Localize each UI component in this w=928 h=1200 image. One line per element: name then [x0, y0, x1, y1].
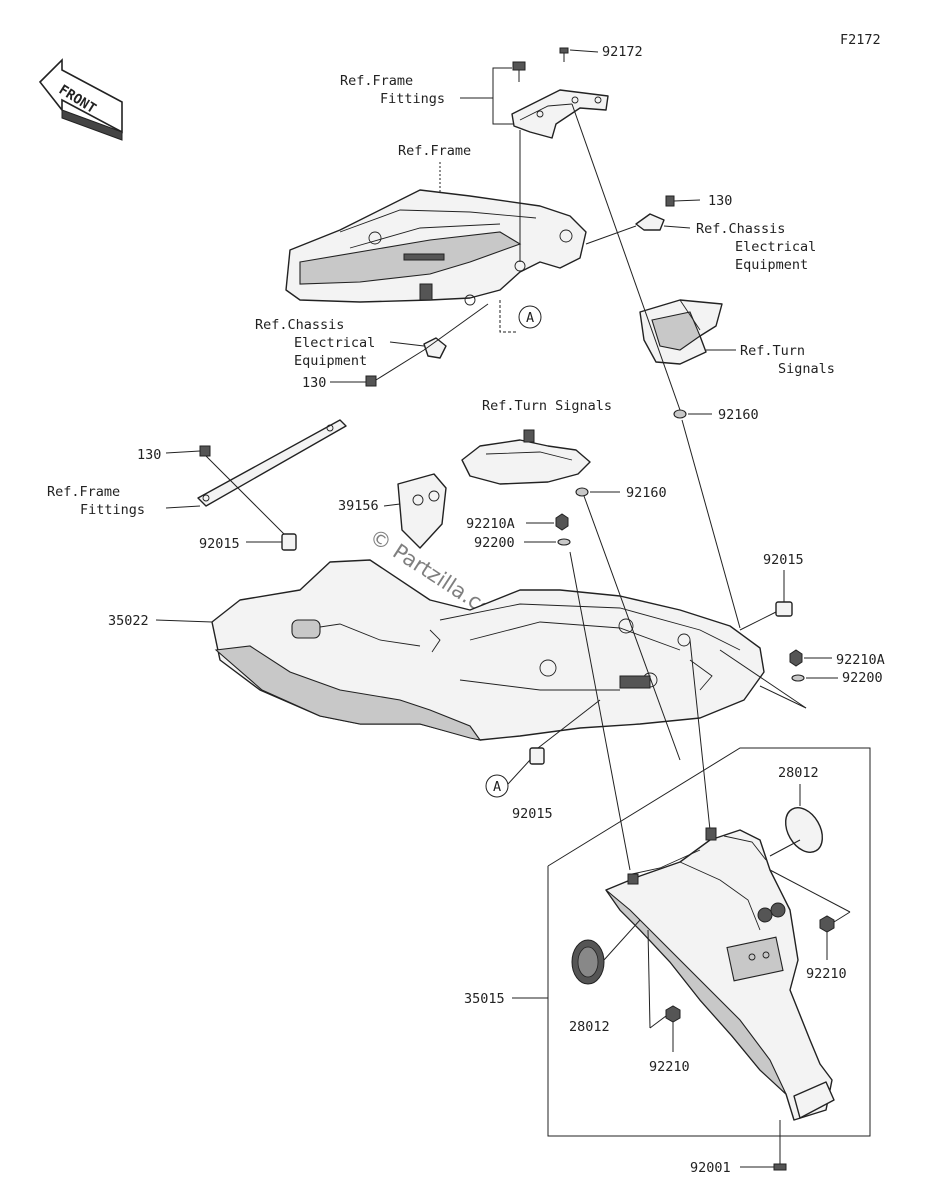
frame-fitting-bracket	[511, 89, 609, 139]
label-92200-right: 92200	[842, 670, 883, 686]
label-130-left: 130	[137, 447, 161, 463]
nut-92210A-upper	[555, 513, 569, 531]
label-ref-chassis-r2: Electrical	[735, 239, 816, 255]
front-arrow-icon: FRONT	[38, 58, 123, 141]
label-28012-lower: 28012	[569, 1019, 610, 1035]
label-ref-chassis-l2: Electrical	[294, 335, 375, 351]
collar-92015-left	[281, 533, 297, 551]
turn-signal-left	[461, 429, 591, 485]
nut-92210-center	[665, 1005, 681, 1023]
label-92210-center: 92210	[649, 1059, 690, 1075]
label-92015-left: 92015	[199, 536, 240, 552]
assembly-box	[547, 747, 871, 1137]
label-ref-frame-fittings-top-1: Ref.Frame	[340, 73, 413, 89]
bolt-92172	[559, 47, 569, 62]
license-plate-bracket-35015	[605, 827, 835, 1121]
label-ref-turn-center: Ref.Turn Signals	[482, 398, 612, 414]
label-130-top: 130	[708, 193, 732, 209]
label-35015: 35015	[464, 991, 505, 1007]
label-ref-frame-fittings-top-2: Fittings	[380, 91, 445, 107]
label-ref-chassis-r1: Ref.Chassis	[696, 221, 785, 237]
rear-fender-35022	[211, 559, 765, 741]
rear-frame	[285, 189, 587, 306]
figure-code: F2172	[840, 32, 881, 48]
label-92015-lower: 92015	[512, 806, 553, 822]
clamp-left	[423, 337, 447, 359]
label-39156: 39156	[338, 498, 379, 514]
label-ref-chassis-l1: Ref.Chassis	[255, 317, 344, 333]
washer-92200-right	[791, 674, 805, 682]
label-92210A-upper: 92210A	[466, 516, 515, 532]
turn-signal-right	[639, 299, 723, 365]
label-92001: 92001	[690, 1160, 731, 1176]
clamp-right	[635, 213, 665, 231]
label-28012-upper: 28012	[778, 765, 819, 781]
label-35022: 35022	[108, 613, 149, 629]
grommet-92160-lower	[575, 487, 589, 497]
collar-92015-right	[775, 601, 793, 617]
nut-92210A-right	[789, 649, 803, 667]
label-92210-right: 92210	[806, 966, 847, 982]
label-ref-frame-fittings-left-2: Fittings	[80, 502, 145, 518]
washer-92200-upper	[557, 538, 571, 546]
label-92200-upper: 92200	[474, 535, 515, 551]
label-92015-right: 92015	[763, 552, 804, 568]
screw-92001	[773, 1150, 787, 1171]
label-ref-chassis-l3: Equipment	[294, 353, 367, 369]
collar-92015-lower	[529, 747, 545, 765]
label-92172: 92172	[602, 44, 643, 60]
label-92160-lower: 92160	[626, 485, 667, 501]
nut-92210-right	[819, 915, 835, 933]
label-ref-frame-fittings-left-1: Ref.Frame	[47, 484, 120, 500]
grommet-92160-upper	[673, 409, 687, 419]
label-92160-upper: 92160	[718, 407, 759, 423]
bolt-frame-fittings	[512, 61, 526, 82]
callout-a-lower: A	[493, 779, 501, 795]
bolt-130-top	[665, 195, 701, 207]
reflector-28012-upper	[784, 807, 824, 853]
frame-fitting-bar	[197, 419, 347, 507]
label-ref-turn-r1: Ref.Turn	[740, 343, 805, 359]
bolt-130-mid	[365, 303, 489, 387]
plate-39156	[397, 473, 447, 549]
label-ref-chassis-r3: Equipment	[735, 257, 808, 273]
reflector-28012-lower	[571, 939, 605, 985]
label-ref-frame: Ref.Frame	[398, 143, 471, 159]
label-130-mid: 130	[302, 375, 326, 391]
label-ref-turn-r2: Signals	[778, 361, 835, 377]
callout-a-upper: A	[526, 310, 534, 326]
label-92210A-right: 92210A	[836, 652, 885, 668]
